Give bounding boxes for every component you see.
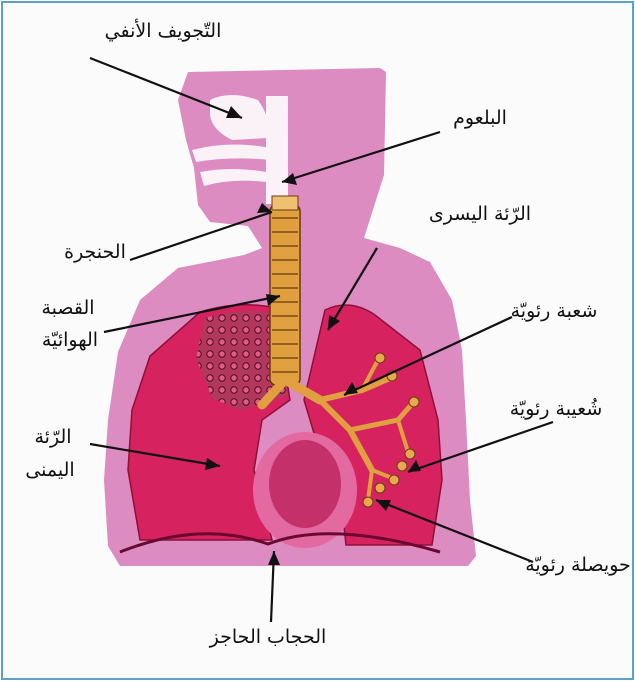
label-bronchus: شعبة رئويّة bbox=[511, 300, 598, 322]
label-right-lung-line1: الرّئة bbox=[34, 426, 71, 448]
label-trachea-line1: القصبة bbox=[41, 297, 94, 319]
label-larynx: الحنجرة bbox=[64, 241, 126, 263]
pharynx-passage bbox=[266, 96, 288, 204]
label-diaphragm: الحجاب الحاجز bbox=[209, 626, 327, 648]
trachea bbox=[270, 196, 300, 385]
label-nasal-cavity: التّجويف الأنفي bbox=[105, 19, 222, 42]
heart-inner bbox=[269, 440, 341, 528]
label-pharynx: البلعوم bbox=[453, 107, 507, 129]
label-left-lung: الرّئة اليسرى bbox=[429, 203, 531, 225]
label-bronchiole: شُعيبة رئويّة bbox=[510, 398, 603, 420]
label-alveolus: حويصلة رئويّة bbox=[525, 554, 631, 576]
label-trachea-line2: الهوائيّة bbox=[42, 329, 98, 351]
label-right-lung-line2: اليمنى bbox=[25, 459, 74, 481]
